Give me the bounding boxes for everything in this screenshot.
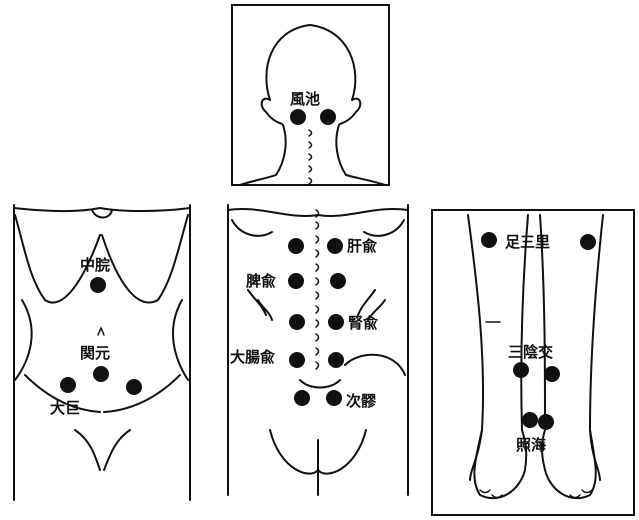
label-shenshu: 腎兪 <box>348 314 378 332</box>
label-pishu: 脾兪 <box>246 272 276 290</box>
label-zusanli: 足三里 <box>505 233 550 251</box>
point-zhongwan <box>90 277 106 293</box>
point-shenshu-right <box>328 314 344 330</box>
point-sanyinjiao-left <box>513 362 529 378</box>
point-ciliao-right <box>326 390 342 406</box>
point-zhaohai-right <box>538 414 554 430</box>
label-dachangshu: 大腸兪 <box>230 348 275 366</box>
point-zusanli-left <box>481 232 497 248</box>
label-ganshu: 肝兪 <box>347 237 377 255</box>
label-zhongwan: 中脘 <box>80 256 110 274</box>
back-panel: 肝兪 脾兪 腎兪 大腸兪 次髎 <box>228 205 408 495</box>
label-zhaohai: 照海 <box>516 436 546 454</box>
point-pishu-left <box>288 273 304 289</box>
point-guanyuan <box>93 366 109 382</box>
legs-panel-frame <box>432 210 634 515</box>
point-zhaohai-left <box>522 412 538 428</box>
abdomen-panel: 中脘 関元 大巨 <box>14 205 190 500</box>
point-dachangshu-right <box>328 352 344 368</box>
point-shenshu-left <box>289 314 305 330</box>
legs-panel: 足三里 三陰交 照海 <box>432 210 634 515</box>
label-ciliao: 次髎 <box>346 392 377 410</box>
point-ganshu-left <box>288 238 304 254</box>
point-pishu-right <box>330 273 346 289</box>
point-ciliao-left <box>294 390 310 406</box>
point-fengchi-right <box>320 109 336 125</box>
cervical-spine <box>309 130 312 184</box>
point-ganshu-right <box>327 238 343 254</box>
point-dachangshu-left <box>289 352 305 368</box>
point-sanyinjiao-right <box>544 366 560 382</box>
thoracic-spine <box>316 210 319 369</box>
label-sanyinjiao: 三陰交 <box>508 343 553 361</box>
head-back-panel: 風池 <box>232 5 389 185</box>
point-fengchi-left <box>290 109 306 125</box>
point-zusanli-right <box>580 234 596 250</box>
point-daju-left <box>60 377 76 393</box>
point-daju-right <box>126 379 142 395</box>
label-fengchi: 風池 <box>290 90 320 108</box>
label-daju: 大巨 <box>50 399 80 417</box>
label-guanyuan: 関元 <box>80 344 110 362</box>
